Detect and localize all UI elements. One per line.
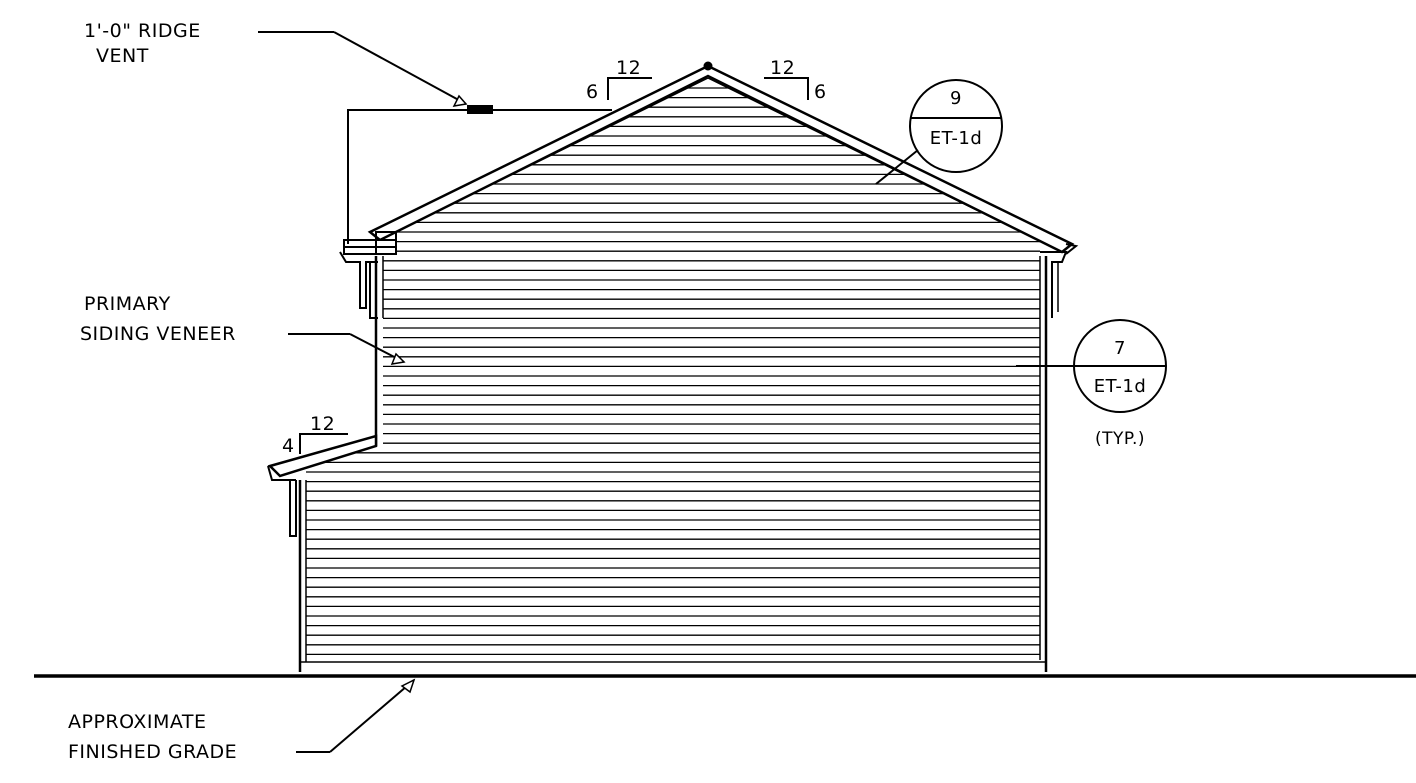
callout-7-detail: 7: [1114, 338, 1126, 359]
slope-right-rise: 6: [814, 81, 827, 103]
building-outline: [298, 256, 1048, 672]
callout-9-detail: 9: [950, 88, 962, 109]
lower-gutter: [280, 479, 297, 537]
slope-left-run: 12: [616, 57, 641, 79]
slope-right-run: 12: [770, 57, 795, 79]
slope-lower-rise: 4: [282, 435, 295, 457]
siding-label-line1: PRIMARY: [84, 293, 171, 315]
siding-leader: [288, 333, 406, 365]
slope-indicator-right: [764, 77, 809, 100]
lower-shed-roof: [267, 434, 378, 537]
siding-courses: [306, 87, 1040, 656]
detail-callout-9[interactable]: [875, 79, 1003, 185]
callout-7-note: (TYP.): [1095, 429, 1145, 449]
callout-7-sheet: ET-1d: [1094, 376, 1147, 397]
detail-callout-7[interactable]: [1016, 319, 1167, 413]
ridge-cap: [703, 61, 713, 71]
grade-label-line2: FINISHED GRADE: [68, 741, 237, 763]
grade-leader: [296, 678, 416, 753]
callout-9-sheet: ET-1d: [930, 128, 983, 149]
ridge-vent-leader: [258, 31, 612, 244]
slope-lower-run: 12: [310, 413, 335, 435]
grade-label-line1: APPROXIMATE: [68, 711, 207, 733]
main-gable-roof: [339, 61, 1079, 319]
siding-label-line2: SIDING VENEER: [80, 323, 236, 345]
slope-indicator-left: [607, 77, 652, 100]
right-gutter: [1040, 251, 1068, 318]
slope-indicator-lower: [299, 433, 348, 454]
ridge-vent-label-line1: 1'-0" RIDGE: [84, 20, 201, 42]
left-gutter: [339, 251, 378, 309]
ridge-vent-label-line2: VENT: [96, 45, 149, 67]
slope-left-rise: 6: [586, 81, 599, 103]
